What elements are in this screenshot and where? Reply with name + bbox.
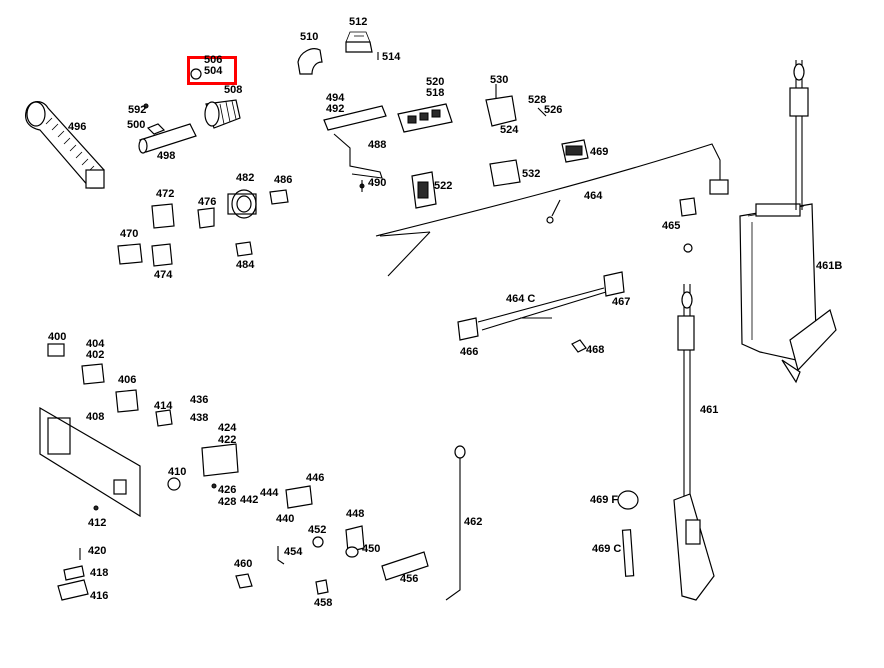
label-514[interactable]: 514 — [382, 51, 401, 63]
label-442[interactable]: 442 — [240, 494, 259, 506]
highlight-box-504 — [187, 56, 237, 85]
label-466[interactable]: 466 — [460, 346, 479, 358]
label-461b[interactable]: 461B — [816, 260, 843, 272]
label-424[interactable]: 424 — [218, 422, 237, 434]
label-508[interactable]: 508 — [224, 84, 243, 96]
label-418[interactable]: 418 — [90, 567, 109, 579]
label-404[interactable]: 404 — [86, 338, 105, 350]
label-414[interactable]: 414 — [154, 400, 173, 412]
label-400[interactable]: 400 — [48, 331, 67, 343]
label-526[interactable]: 526 — [544, 104, 563, 116]
label-494[interactable]: 494 — [326, 92, 345, 104]
label-456[interactable]: 456 — [400, 573, 419, 585]
tube-498-drawing — [138, 123, 197, 154]
round-socket-482-drawing — [227, 189, 257, 219]
label-446[interactable]: 446 — [306, 472, 325, 484]
label-522[interactable]: 522 — [434, 180, 453, 192]
label-528[interactable]: 528 — [528, 94, 547, 106]
label-464c[interactable]: 464 C — [506, 293, 536, 305]
label-406[interactable]: 406 — [118, 374, 137, 386]
panel-408-drawing — [39, 406, 141, 518]
label-488[interactable]: 488 — [368, 139, 387, 151]
label-472[interactable]: 472 — [156, 188, 175, 200]
label-426[interactable]: 426 — [218, 484, 237, 496]
antenna-motor-461b-drawing — [739, 203, 837, 384]
label-422[interactable]: 422 — [218, 434, 237, 446]
label-532[interactable]: 532 — [522, 168, 541, 180]
label-500[interactable]: 500 — [127, 119, 146, 131]
label-490[interactable]: 490 — [368, 177, 387, 189]
label-416[interactable]: 416 — [90, 590, 109, 602]
label-462[interactable]: 462 — [464, 516, 483, 528]
label-461[interactable]: 461 — [700, 404, 719, 416]
label-492[interactable]: 492 — [326, 103, 345, 115]
label-520[interactable]: 520 — [426, 76, 445, 88]
antenna-461-drawing — [673, 284, 715, 601]
label-468[interactable]: 468 — [586, 344, 605, 356]
label-482[interactable]: 482 — [236, 172, 255, 184]
label-496[interactable]: 496 — [68, 121, 87, 133]
label-518[interactable]: 518 — [426, 87, 445, 99]
label-412[interactable]: 412 — [88, 517, 107, 529]
label-452[interactable]: 452 — [308, 524, 327, 536]
label-486[interactable]: 486 — [274, 174, 293, 186]
grommet-508-drawing — [204, 99, 241, 129]
label-428[interactable]: 428 — [218, 496, 237, 508]
label-512[interactable]: 512 — [349, 16, 368, 28]
label-408[interactable]: 408 — [86, 411, 105, 423]
label-420[interactable]: 420 — [88, 545, 107, 557]
label-470[interactable]: 470 — [120, 228, 139, 240]
label-524[interactable]: 524 — [500, 124, 519, 136]
label-474[interactable]: 474 — [154, 269, 173, 281]
label-410[interactable]: 410 — [168, 466, 187, 478]
label-460[interactable]: 460 — [234, 558, 253, 570]
label-498[interactable]: 498 — [157, 150, 176, 162]
label-530[interactable]: 530 — [490, 74, 509, 86]
label-504[interactable]: 504 — [204, 65, 223, 77]
label-469c[interactable]: 469 C — [592, 543, 622, 555]
label-592[interactable]: 592 — [128, 104, 147, 116]
label-436[interactable]: 436 — [190, 394, 209, 406]
label-454[interactable]: 454 — [284, 546, 303, 558]
label-476[interactable]: 476 — [198, 196, 217, 208]
label-450[interactable]: 450 — [362, 543, 381, 555]
label-438[interactable]: 438 — [190, 412, 209, 424]
corrugated-hose-496-drawing — [25, 101, 105, 189]
label-510[interactable]: 510 — [300, 31, 319, 43]
label-458[interactable]: 458 — [314, 597, 333, 609]
label-467[interactable]: 467 — [612, 296, 631, 308]
label-469f[interactable]: 469 F — [590, 494, 619, 506]
label-440[interactable]: 440 — [276, 513, 295, 525]
label-484[interactable]: 484 — [236, 259, 255, 271]
label-444[interactable]: 444 — [260, 487, 279, 499]
label-469[interactable]: 469 — [590, 146, 609, 158]
label-465[interactable]: 465 — [662, 220, 681, 232]
label-448[interactable]: 448 — [346, 508, 365, 520]
label-506[interactable]: 506 — [204, 54, 223, 66]
label-402[interactable]: 402 — [86, 349, 105, 361]
label-464[interactable]: 464 — [584, 190, 603, 202]
